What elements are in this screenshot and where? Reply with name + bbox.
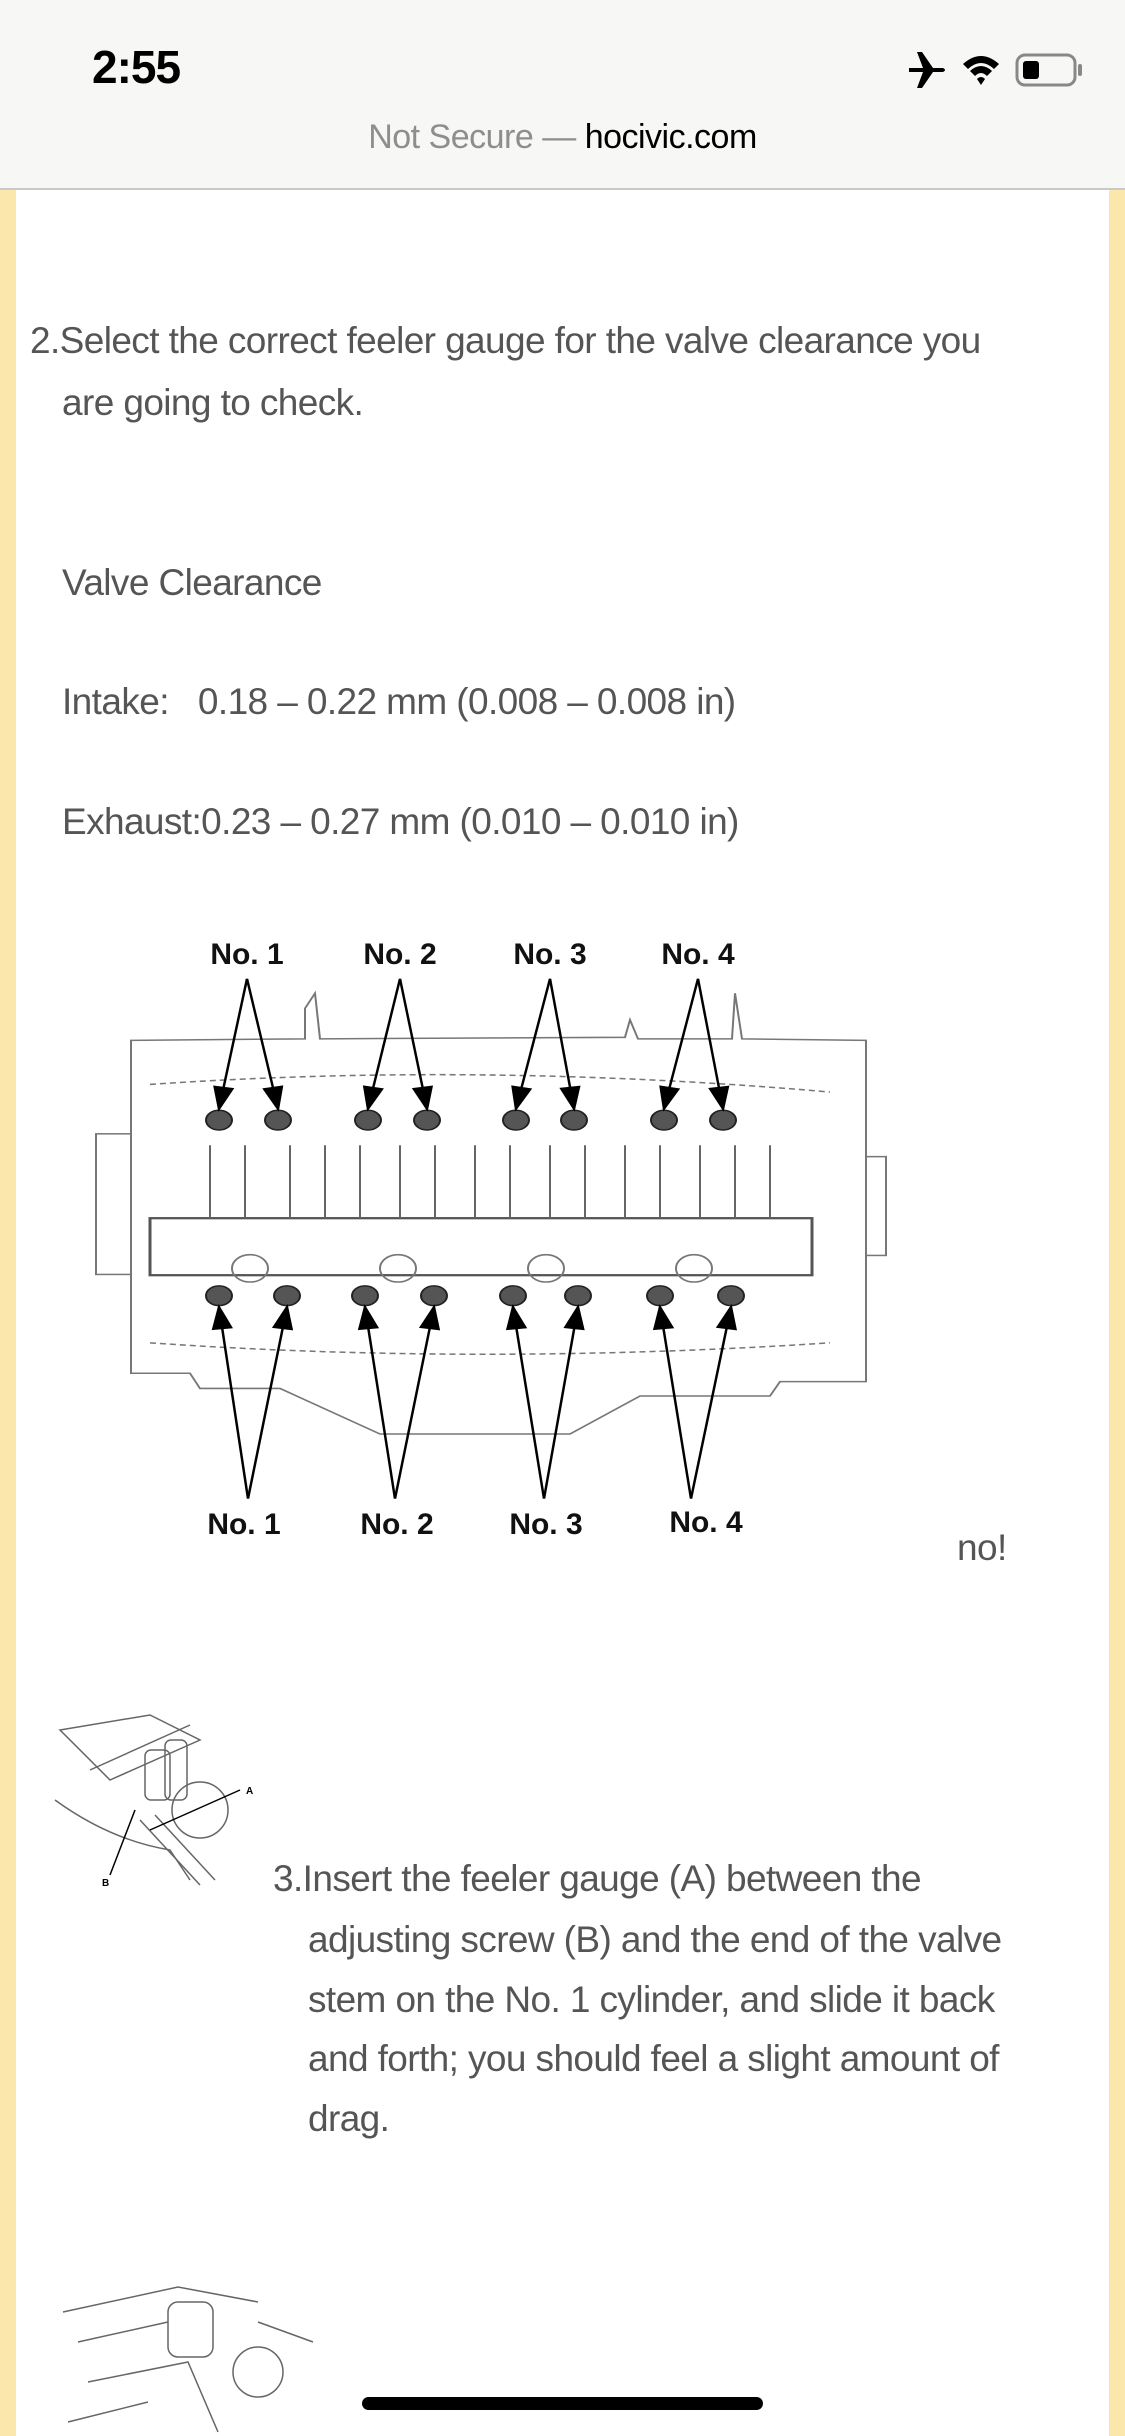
diagram-label-bottom-no2: No. 2: [360, 1508, 433, 1541]
pointer-line: [658, 1307, 693, 1499]
valve: [264, 1109, 292, 1131]
arrowhead: [357, 1304, 380, 1331]
arrowhead: [262, 1085, 284, 1112]
exhaust-spec: Exhaust:0.23 – 0.27 mm (0.010 – 0.010 in…: [62, 801, 739, 842]
airplane-icon: [909, 52, 945, 88]
arrowhead: [652, 1304, 675, 1331]
status-time: 2:55: [92, 41, 181, 93]
diagram-label-top-no3: No. 3: [513, 938, 586, 971]
valve: [273, 1285, 301, 1307]
valve: [499, 1285, 527, 1307]
clearance-title: Valve Clearance: [62, 562, 322, 603]
diagram-label-top-no1: No. 1: [210, 938, 283, 971]
thumb-label-a: A: [246, 1786, 253, 1797]
arrowhead: [271, 1304, 294, 1331]
pointer-line: [393, 1306, 436, 1499]
valve: [717, 1285, 745, 1307]
pointer-line: [246, 1306, 289, 1499]
arrowhead: [411, 1085, 434, 1112]
step3-line: adjusting screw (B) and the end of the v…: [308, 1919, 1002, 1960]
valve: [650, 1109, 678, 1131]
url-separator: —: [533, 118, 585, 156]
diagram-label-bottom-no3: No. 3: [509, 1508, 582, 1541]
security-label: Not Secure: [368, 118, 534, 156]
page-side-strip-right: [1109, 188, 1125, 2436]
valve: [351, 1285, 379, 1307]
step3-line: drag.: [308, 2098, 390, 2139]
valve: [413, 1109, 441, 1131]
home-indicator[interactable]: [362, 2397, 763, 2410]
battery-icon: [1015, 53, 1082, 87]
wifi-icon: [963, 56, 999, 85]
feeler-gauge-thumbnail: A B: [54, 1714, 253, 1889]
valve: [420, 1285, 448, 1307]
arrowhead: [211, 1304, 233, 1331]
step3-line: 3.Insert the feeler gauge (A) between th…: [273, 1858, 922, 1899]
browser-header: 2:55 Not Secure — hocivic.com: [0, 0, 1125, 190]
arrowhead: [659, 1085, 681, 1112]
pointer-line: [217, 1307, 250, 1499]
valve-layout-diagram: No. 1 No. 2 No. 3 No. 4 No. 1 No. 2 No. …: [95, 938, 887, 1541]
thumb-label-b: B: [102, 1878, 109, 1889]
address-bar[interactable]: Not Secure — hocivic.com: [0, 118, 1125, 157]
adjusting-screw-thumbnail: [62, 2286, 314, 2433]
arrowhead: [505, 1304, 528, 1331]
arrowhead: [559, 1085, 581, 1112]
valve: [564, 1285, 592, 1307]
diagram-label-bottom-no4: No. 4: [669, 1506, 743, 1539]
arrowhead: [213, 1085, 235, 1112]
arrowhead: [511, 1085, 533, 1112]
valve: [205, 1285, 233, 1307]
arrowhead: [715, 1304, 737, 1331]
step2-line: 2.Select the correct feeler gauge for th…: [30, 320, 981, 361]
step3-line: stem on the No. 1 cylinder, and slide it…: [308, 1979, 995, 2020]
valve: [502, 1109, 530, 1131]
valve: [560, 1109, 588, 1131]
url-host: hocivic.com: [584, 118, 758, 156]
valve: [354, 1109, 382, 1131]
valve: [646, 1285, 674, 1307]
note-text: no!: [957, 1527, 1007, 1568]
diagram-label-top-no2: No. 2: [363, 938, 436, 971]
pointer-line: [542, 1306, 580, 1499]
arrowhead: [708, 1085, 730, 1112]
arrowhead: [418, 1304, 441, 1331]
intake-spec: Intake: 0.18 – 0.22 mm (0.008 – 0.008 in…: [62, 681, 736, 722]
pointer-line: [511, 1307, 546, 1499]
step3-line: and forth; you should feel a slight amou…: [308, 2038, 999, 2079]
valve: [205, 1109, 233, 1131]
diagram-label-top-no4: No. 4: [661, 938, 735, 971]
status-icons: [907, 50, 1085, 90]
arrowhead: [362, 1085, 384, 1112]
pointer-line: [689, 1306, 733, 1499]
diagram-label-bottom-no1: No. 1: [207, 1508, 280, 1541]
pointer-line: [363, 1307, 397, 1499]
arrowhead: [563, 1304, 585, 1331]
valve: [709, 1109, 737, 1131]
page-side-strip-left: [0, 188, 16, 2436]
step2-line: are going to check.: [62, 382, 364, 423]
